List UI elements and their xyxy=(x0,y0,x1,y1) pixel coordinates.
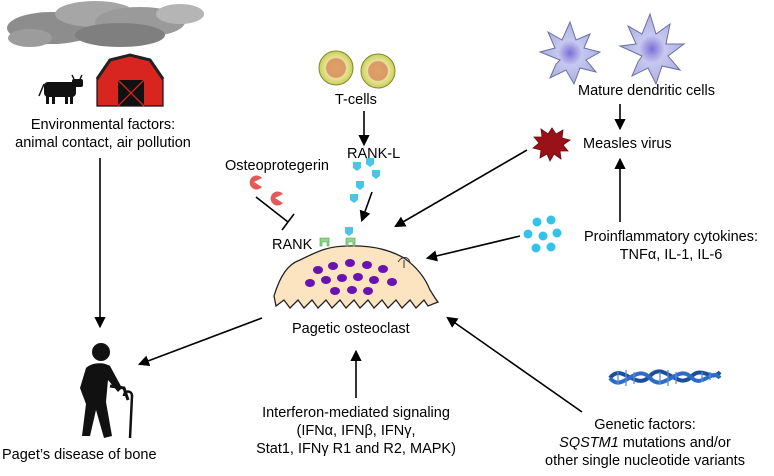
pagetic-osteoclast-label: Pagetic osteoclast xyxy=(292,321,410,337)
arrow-cytokines-to-osteoclast xyxy=(425,235,521,262)
genetic-factors-label: Genetic factors: SQSTM1 mutations and/or… xyxy=(520,416,770,470)
cytokines-line1: Proinflammatory cytokines: xyxy=(583,229,759,245)
environmental-factors-line1: Environmental factors: xyxy=(30,117,176,133)
environmental-factors-label: Environmental factors: animal contact, a… xyxy=(5,116,201,152)
pagets-disease-label: Paget’s disease of bone xyxy=(2,447,157,463)
t-cells-label: T-cells xyxy=(335,92,377,108)
rank-l-label: RANK-L xyxy=(347,146,401,162)
sqstm1-gene: SQSTM1 xyxy=(559,435,619,451)
dendritic-cell-icon xyxy=(538,12,686,86)
measles-virus-label: Measles virus xyxy=(583,136,672,152)
arrow-rankl-to-osteoclast xyxy=(359,191,373,223)
interferon-line3: Stat1, IFNγ R1 and R2, MAPK) xyxy=(256,441,456,457)
genetic-line2-rest: mutations and/or xyxy=(618,435,731,451)
pagetic-osteoclast-icon xyxy=(273,237,440,309)
dna-icon xyxy=(608,369,722,386)
interferon-signaling-label: Interferon-mediated signaling (IFNα, IFN… xyxy=(246,404,466,458)
arrow-genetic-to-osteoclast xyxy=(446,316,583,413)
arrow-measles-to-osteoclast xyxy=(394,149,528,228)
environmental-factors-line2: animal contact, air pollution xyxy=(15,135,191,151)
inhibition-bar xyxy=(281,213,295,231)
genetic-line1: Genetic factors: xyxy=(594,417,696,433)
genetic-line3: other single nucleotide variants xyxy=(545,453,745,469)
measles-virus-icon xyxy=(532,127,571,162)
genetic-line2: SQSTM1 mutations and/or xyxy=(520,434,770,452)
cytokines-label: Proinflammatory cytokines: TNFα, IL-1, I… xyxy=(572,228,770,264)
rank-ligand-icon xyxy=(345,158,380,236)
interferon-line2: (IFNα, IFNβ, IFNγ, xyxy=(296,423,416,439)
cow-icon xyxy=(38,74,83,104)
osteoprotegerin-icon xyxy=(249,175,283,206)
cytokines-icon xyxy=(523,215,562,253)
rank-label: RANK xyxy=(272,237,313,253)
cytokines-line2: TNFα, IL-1, IL-6 xyxy=(619,247,723,263)
inhibition-line xyxy=(255,196,289,223)
barn-icon xyxy=(95,53,165,107)
osteoprotegerin-label: Osteoprotegerin xyxy=(225,158,329,174)
arrow-osteoclast-to-paget xyxy=(137,317,263,367)
elderly-person-icon xyxy=(80,343,134,439)
t-cell-icon xyxy=(318,50,396,89)
dendritic-cells-label: Mature dendritic cells xyxy=(578,83,715,99)
interferon-line1: Interferon-mediated signaling xyxy=(262,405,450,421)
cloud-icon xyxy=(7,1,204,47)
arrows xyxy=(94,104,626,413)
